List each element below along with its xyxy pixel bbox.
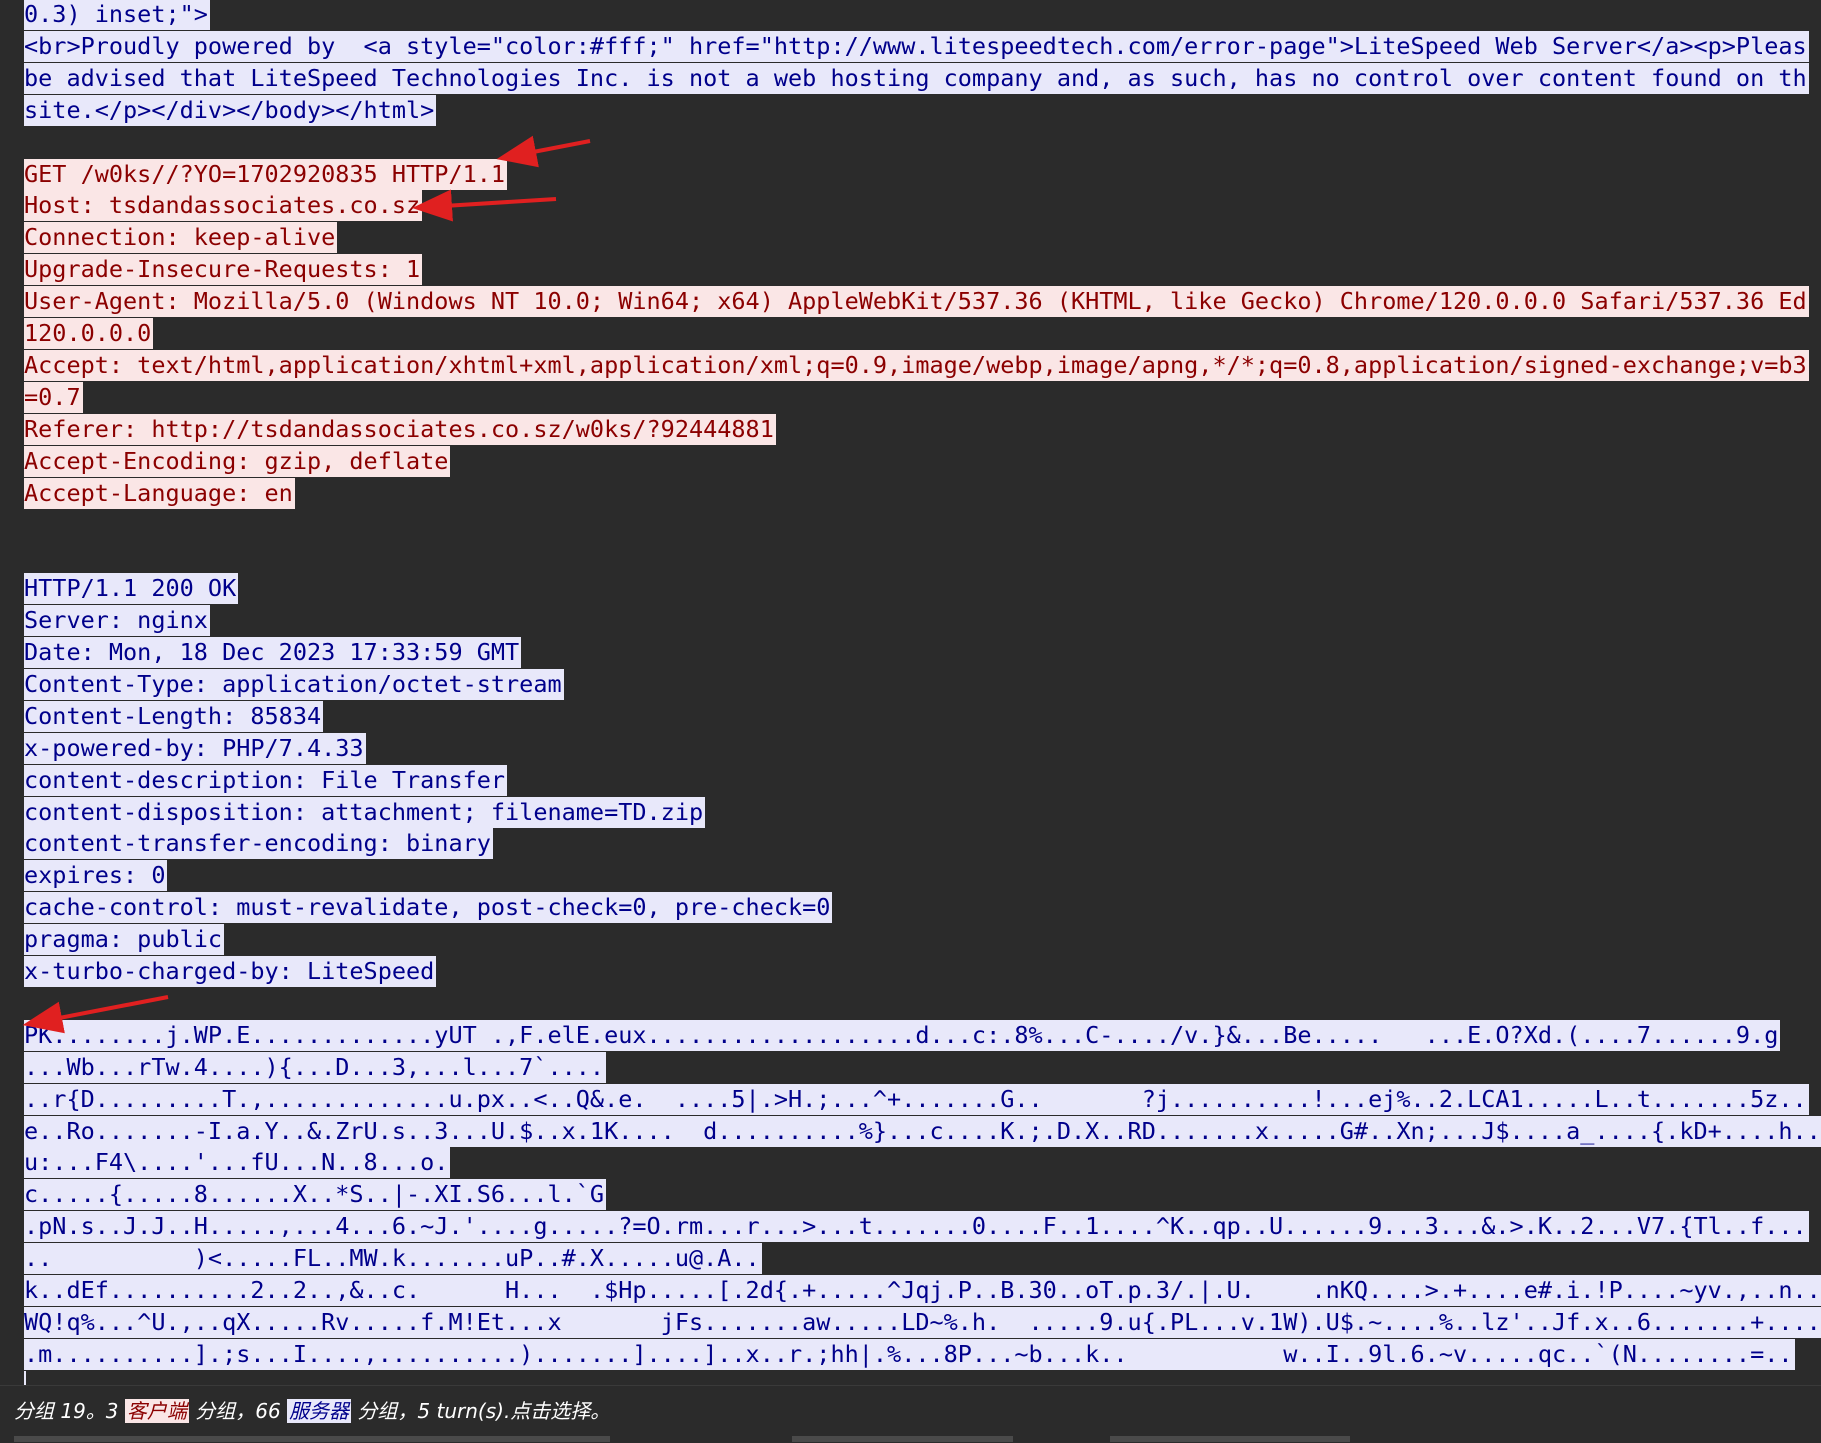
- server-line: WQ!q%...^U.,..qX.....Rv.....f.M!Et...x j…: [24, 1306, 1821, 1338]
- summary-suffix: 分组，5 turn(s).点击选择。: [351, 1399, 611, 1423]
- server-line: cache-control: must-revalidate, post-che…: [24, 892, 833, 924]
- server-line: 0.3) inset;">: [24, 0, 210, 30]
- server-line: content-disposition: attachment; filenam…: [24, 796, 706, 828]
- client-line: Accept: text/html,application/xhtml+xml,…: [24, 349, 1809, 381]
- server-line: <br>Proudly powered by <a style="color:#…: [24, 30, 1809, 62]
- summary-middle: 分组，66: [188, 1399, 288, 1423]
- client-line: Accept-Encoding: gzip, deflate: [24, 445, 451, 477]
- server-line: x-turbo-charged-by: LiteSpeed: [24, 956, 437, 987]
- packet-summary[interactable]: 分组 19。3 客户端 分组，66 服务器 分组，5 turn(s).点击选择。: [14, 1396, 610, 1426]
- server-line: ...Wb...rTw.4....){...D...3,...l...7`...…: [24, 1051, 607, 1083]
- server-line: c.....{.....8......X..*S..|-.XI.S6...l.`…: [24, 1179, 607, 1211]
- server-line: PK........j.WP.E.............yUT .,F.elE…: [24, 1019, 1781, 1051]
- server-line: k..dEf..........2..2..,&..c. H... .$Hp..…: [24, 1275, 1821, 1306]
- client-line: =0.7: [24, 381, 83, 413]
- server-line: expires: 0: [24, 860, 168, 892]
- server-line: .m..........].;s...I....,..........)....…: [24, 1338, 1795, 1370]
- server-line: x-powered-by: PHP/7.4.33: [24, 732, 366, 764]
- server-line: [24, 1370, 26, 1385]
- server-line: pragma: public: [24, 924, 225, 956]
- server-line: ..r{D.........T.,.............u.px..<..Q…: [24, 1083, 1809, 1115]
- client-line: Referer: http://tsdandassociates.co.sz/w…: [24, 413, 776, 445]
- client-line: Connection: keep-alive: [24, 222, 338, 254]
- server-label: 服务器: [287, 1399, 352, 1423]
- scrollbar-segment[interactable]: [792, 1436, 1013, 1442]
- server-line: Content-Length: 85834: [24, 700, 324, 732]
- client-label: 客户端: [124, 1399, 189, 1423]
- server-line: e..Ro.......-I.a.Y..&.ZrU.s..3...U.$..x.…: [24, 1115, 1821, 1147]
- client-line: Host: tsdandassociates.co.sz: [24, 190, 423, 222]
- client-line: Upgrade-Insecure-Requests: 1: [24, 254, 423, 286]
- server-line: u:...F4\....'...fU...N..8...o.: [24, 1147, 451, 1179]
- follow-stream-view[interactable]: 0.3) inset;"><br>Proudly powered by <a s…: [0, 0, 1821, 1385]
- client-line: Accept-Language: en: [24, 477, 295, 509]
- server-line: HTTP/1.1 200 OK: [24, 573, 239, 605]
- client-line: User-Agent: Mozilla/5.0 (Windows NT 10.0…: [24, 286, 1809, 318]
- scrollbar-segment[interactable]: [1110, 1436, 1350, 1442]
- client-line: 120.0.0.0: [24, 318, 154, 349]
- status-bar: 分组 19。3 客户端 分组，66 服务器 分组，5 turn(s).点击选择。: [0, 1385, 1821, 1443]
- scrollbar-segment[interactable]: [14, 1436, 610, 1442]
- server-line: Content-Type: application/octet-stream: [24, 668, 564, 700]
- server-line: Server: nginx: [24, 605, 210, 637]
- summary-prefix: 分组 19。3: [14, 1399, 125, 1423]
- server-line: be advised that LiteSpeed Technologies I…: [24, 62, 1809, 94]
- client-line: GET /w0ks//?YO=1702920835 HTTP/1.1: [24, 158, 508, 190]
- server-line: Date: Mon, 18 Dec 2023 17:33:59 GMT: [24, 637, 522, 668]
- server-line: content-description: File Transfer: [24, 764, 508, 796]
- server-line: .pN.s..J.J..H.....,...4...6.~J.'....g...…: [24, 1211, 1809, 1243]
- server-line: content-transfer-encoding: binary: [24, 828, 493, 860]
- server-line: .. )<.....FL..MW.k.......uP..#.X.....u@.…: [24, 1243, 762, 1275]
- server-line: site.</p></div></body></html>: [24, 94, 437, 126]
